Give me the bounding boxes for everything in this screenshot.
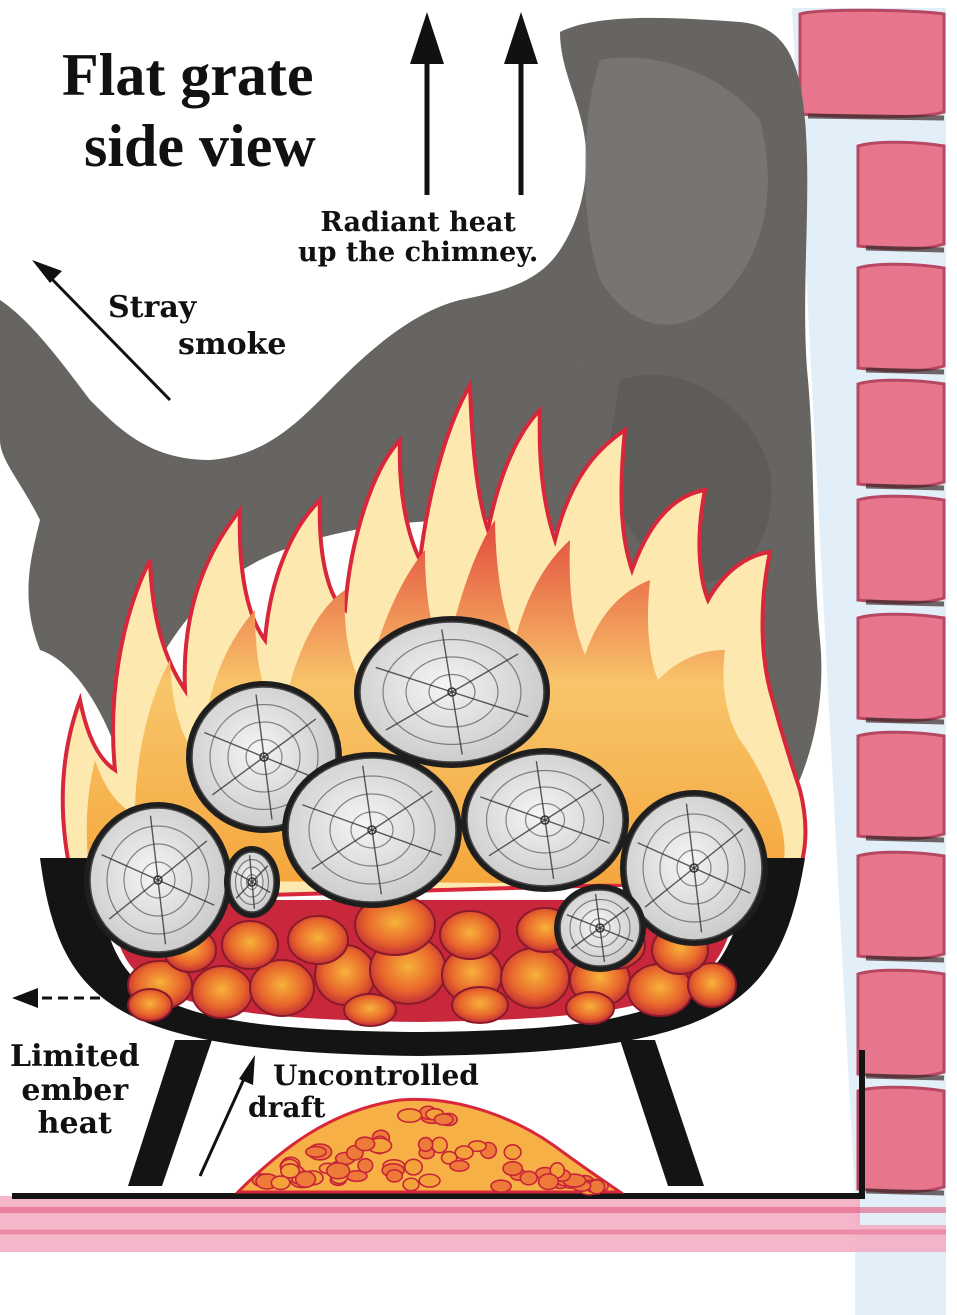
ember: [306, 1147, 326, 1158]
ember: [566, 992, 614, 1024]
brick: [858, 732, 944, 840]
ember-line-1: Limited: [10, 1040, 140, 1074]
ember: [281, 1164, 299, 1178]
ember: [355, 1137, 374, 1150]
stray-line-1: Stray: [108, 290, 287, 327]
arrow-diagonal-icon: [200, 1055, 255, 1176]
draft-line-1: Uncontrolled: [248, 1060, 479, 1092]
ember: [504, 1145, 521, 1160]
ember: [539, 1174, 559, 1189]
ember: [450, 1161, 469, 1172]
log: [282, 752, 462, 908]
radiant-line-1: Radiant heat: [298, 208, 538, 238]
radiant-heat-label: Radiant heat up the chimney.: [298, 208, 538, 268]
brick: [858, 264, 944, 372]
brick: [858, 1087, 944, 1193]
ember: [432, 1137, 447, 1152]
ember: [419, 1174, 440, 1187]
ember: [440, 911, 500, 959]
ember: [419, 1138, 433, 1152]
ember: [288, 916, 348, 964]
title-line-2: side view: [62, 111, 316, 182]
log: [224, 846, 280, 918]
ember: [128, 989, 172, 1021]
ember: [327, 1163, 350, 1179]
brick: [800, 10, 944, 118]
brick: [858, 970, 944, 1078]
arrow-up-icon: [410, 12, 538, 195]
ember-line-2: ember: [10, 1074, 140, 1108]
radiant-line-2: up the chimney.: [298, 238, 538, 268]
limited-ember-heat-label: Limited ember heat: [10, 1040, 140, 1141]
ember: [455, 1146, 473, 1159]
ember: [405, 1159, 422, 1175]
log: [84, 802, 232, 958]
log: [554, 884, 646, 972]
ember-line-3: heat: [10, 1107, 140, 1141]
uncontrolled-draft-label: Uncontrolled draft: [248, 1060, 479, 1124]
diagram-title: Flat grate side view: [62, 40, 316, 182]
ember: [452, 987, 508, 1023]
ember: [503, 1162, 522, 1176]
brick: [858, 142, 944, 250]
ember: [501, 948, 569, 1008]
ember: [358, 1159, 373, 1173]
log: [461, 748, 629, 892]
ember: [222, 921, 278, 969]
brick: [858, 380, 944, 488]
log: [354, 616, 550, 768]
brick: [858, 852, 944, 960]
ember: [403, 1178, 419, 1191]
draft-line-2: draft: [248, 1092, 479, 1124]
brick: [858, 496, 944, 604]
ember: [344, 994, 396, 1026]
ember: [387, 1170, 403, 1182]
stray-line-2: smoke: [108, 327, 287, 364]
ember: [192, 966, 252, 1018]
title-line-1: Flat grate: [62, 40, 316, 111]
ember: [491, 1180, 511, 1192]
ember: [520, 1171, 537, 1185]
brick: [858, 614, 944, 722]
stray-smoke-label: Stray smoke: [108, 290, 287, 363]
dashed-arrow-left-icon: [12, 988, 100, 1008]
